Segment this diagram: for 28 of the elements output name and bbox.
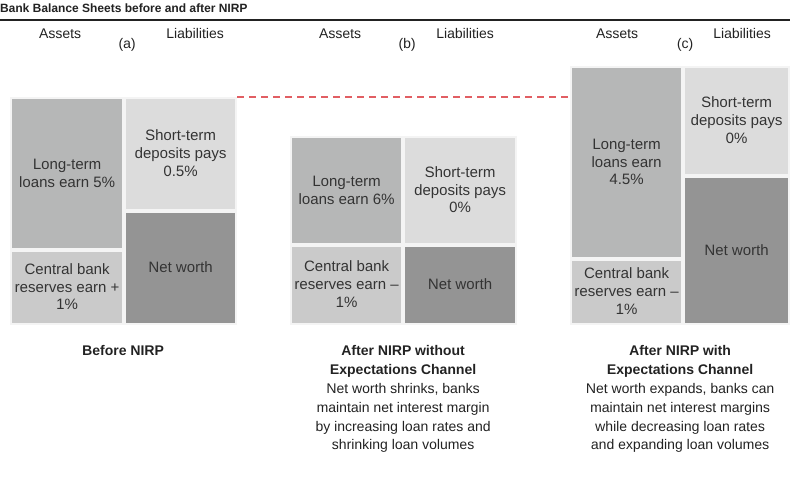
label: Assets (38, 24, 82, 43)
label: (a) (117, 34, 137, 53)
deposits-block: Short-term deposits pays 0.5% (124, 97, 237, 211)
loans-block: Long-term loans earn 6% (290, 136, 403, 245)
deposits-block: Short-term deposits pays 0% (683, 66, 790, 176)
dashed-line (237, 96, 570, 98)
label: Liabilities (435, 24, 495, 43)
net-worth-block: Net worth (403, 245, 517, 325)
net-worth-block: Net worth (124, 211, 237, 325)
caption-heading: Before NIRP (81, 341, 165, 360)
title: Bank Balance Sheets before and after NIRP (0, 1, 248, 15)
loans-block: Long-term loans earn 5% (10, 97, 124, 250)
reserves-block: Central bank reserves earn + 1% (10, 250, 124, 325)
label: Assets (318, 24, 362, 43)
label: Assets (594, 24, 639, 43)
loans-block: Long-term loans earn 4.5% (570, 66, 683, 259)
caption-text: Net worth expands, banks can maintain net interest margins while decreasing loan rates and expanding loan volumes (585, 378, 775, 454)
caption-heading: After NIRP with Expectations Channel (606, 341, 754, 379)
caption-text: Net worth shrinks, banks maintain net interest margin by increasing loan rates and shrinking loan volumes (314, 378, 492, 454)
label: Liabilities (712, 24, 772, 43)
deposits-block: Short-term deposits pays 0% (403, 136, 517, 245)
reserves-block: Central bank reserves earn – 1% (290, 245, 403, 325)
net-worth-block: Net worth (683, 176, 790, 325)
label: (b) (397, 34, 417, 53)
reserves-block: Central bank reserves earn – 1% (570, 259, 683, 325)
caption-heading: After NIRP without Expectations Channel (328, 341, 478, 379)
label: Liabilities (165, 24, 225, 43)
label: (c) (676, 34, 694, 53)
